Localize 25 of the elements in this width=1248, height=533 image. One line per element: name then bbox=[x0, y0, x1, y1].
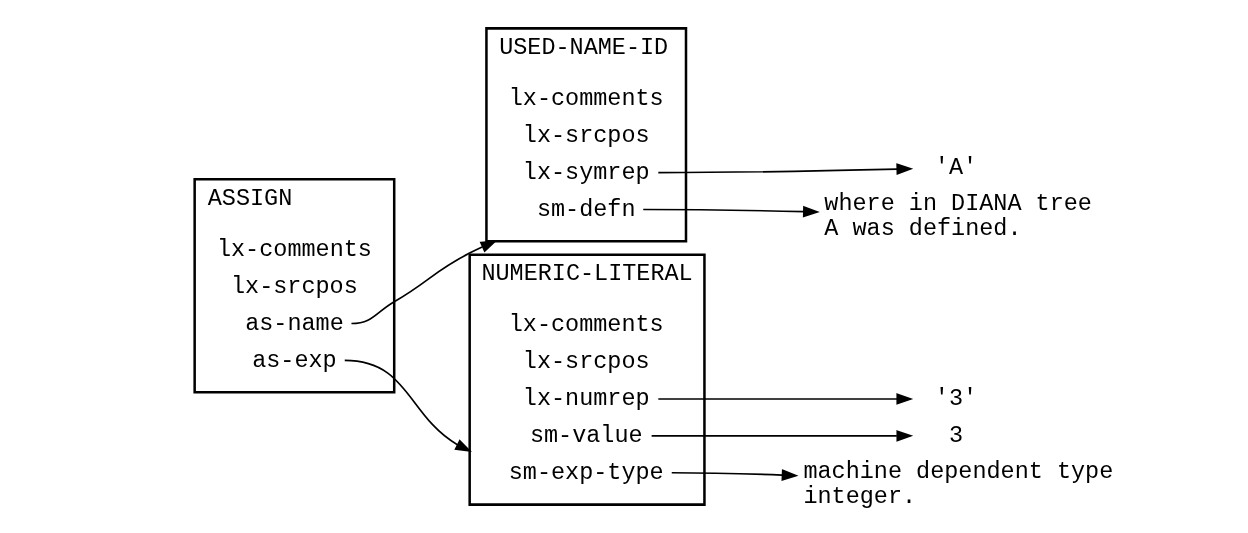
node-text: lx-numrep bbox=[522, 385, 650, 413]
node-text: sm-defn bbox=[536, 195, 636, 223]
node-text: lx-comments bbox=[508, 85, 664, 113]
arrow bbox=[657, 393, 914, 405]
arrow bbox=[642, 205, 820, 218]
node-text: lx-comments bbox=[216, 235, 372, 263]
node-text: sm-exp-type bbox=[508, 458, 664, 486]
node-text: 'A' bbox=[934, 153, 978, 181]
arrow bbox=[650, 430, 914, 442]
node-text: lx-comments bbox=[508, 311, 664, 339]
node-text: lx-srcpos bbox=[522, 121, 650, 149]
node-text: where in DIANA tree A was defined. bbox=[824, 189, 1092, 242]
arrow bbox=[670, 469, 799, 481]
node-text: '3' bbox=[934, 385, 978, 413]
arrow bbox=[343, 359, 472, 453]
node-text: as-name bbox=[245, 309, 344, 337]
node-text: 3 bbox=[948, 422, 964, 450]
node-text: lx-symrep bbox=[522, 158, 650, 186]
arrow bbox=[657, 163, 914, 175]
node-text: lx-srcpos bbox=[522, 348, 650, 376]
node-text: sm-value bbox=[529, 422, 643, 450]
arrow bbox=[350, 240, 498, 325]
node-text: as-exp bbox=[252, 346, 337, 374]
node-text: lx-srcpos bbox=[231, 272, 358, 300]
node-text: machine dependent type integer. bbox=[803, 458, 1114, 511]
